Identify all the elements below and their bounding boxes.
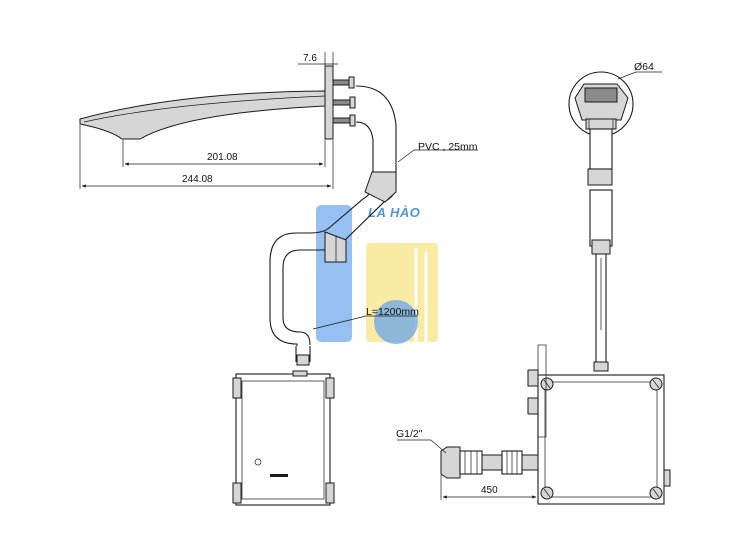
inlet-thread-label: G1/2" — [396, 428, 447, 454]
dim-450-text: 450 — [481, 485, 498, 496]
connector-pins — [332, 76, 356, 127]
watermark-logo: LA HÀO — [316, 205, 438, 344]
logo-blue-circle — [374, 300, 418, 344]
inlet-connector — [440, 446, 539, 479]
dim-overall-length: 244.08 — [79, 125, 334, 189]
side-view — [79, 65, 397, 506]
control-box-side — [232, 346, 335, 506]
wall-flange — [324, 65, 334, 140]
pvc-text: PVC , 25mm — [418, 141, 478, 153]
front-view — [440, 71, 671, 505]
dim-spout-projection: 201.08 — [122, 140, 326, 167]
dim-7-6-text: 7.6 — [303, 53, 317, 64]
pvc-label: PVC , 25mm — [397, 141, 478, 163]
dim-connector-length: 450 — [440, 475, 539, 500]
dim-244-text: 244.08 — [182, 174, 213, 185]
control-box-front — [527, 344, 671, 505]
dim-flange-thickness: 7.6 — [298, 52, 338, 66]
watermark-text: LA HÀO — [368, 205, 420, 220]
spout — [79, 90, 326, 140]
cable-length-label: L=1200mm — [312, 306, 419, 330]
pvc-hose — [282, 85, 397, 346]
dim-201-text: 201.08 — [207, 152, 238, 163]
thread-text: G1/2" — [396, 428, 423, 440]
cable-length-text: L=1200mm — [366, 306, 419, 318]
logo-blue-bar — [316, 205, 352, 342]
diameter-text: Ø64 — [634, 61, 654, 73]
flange-diameter-label: Ø64 — [617, 61, 662, 80]
